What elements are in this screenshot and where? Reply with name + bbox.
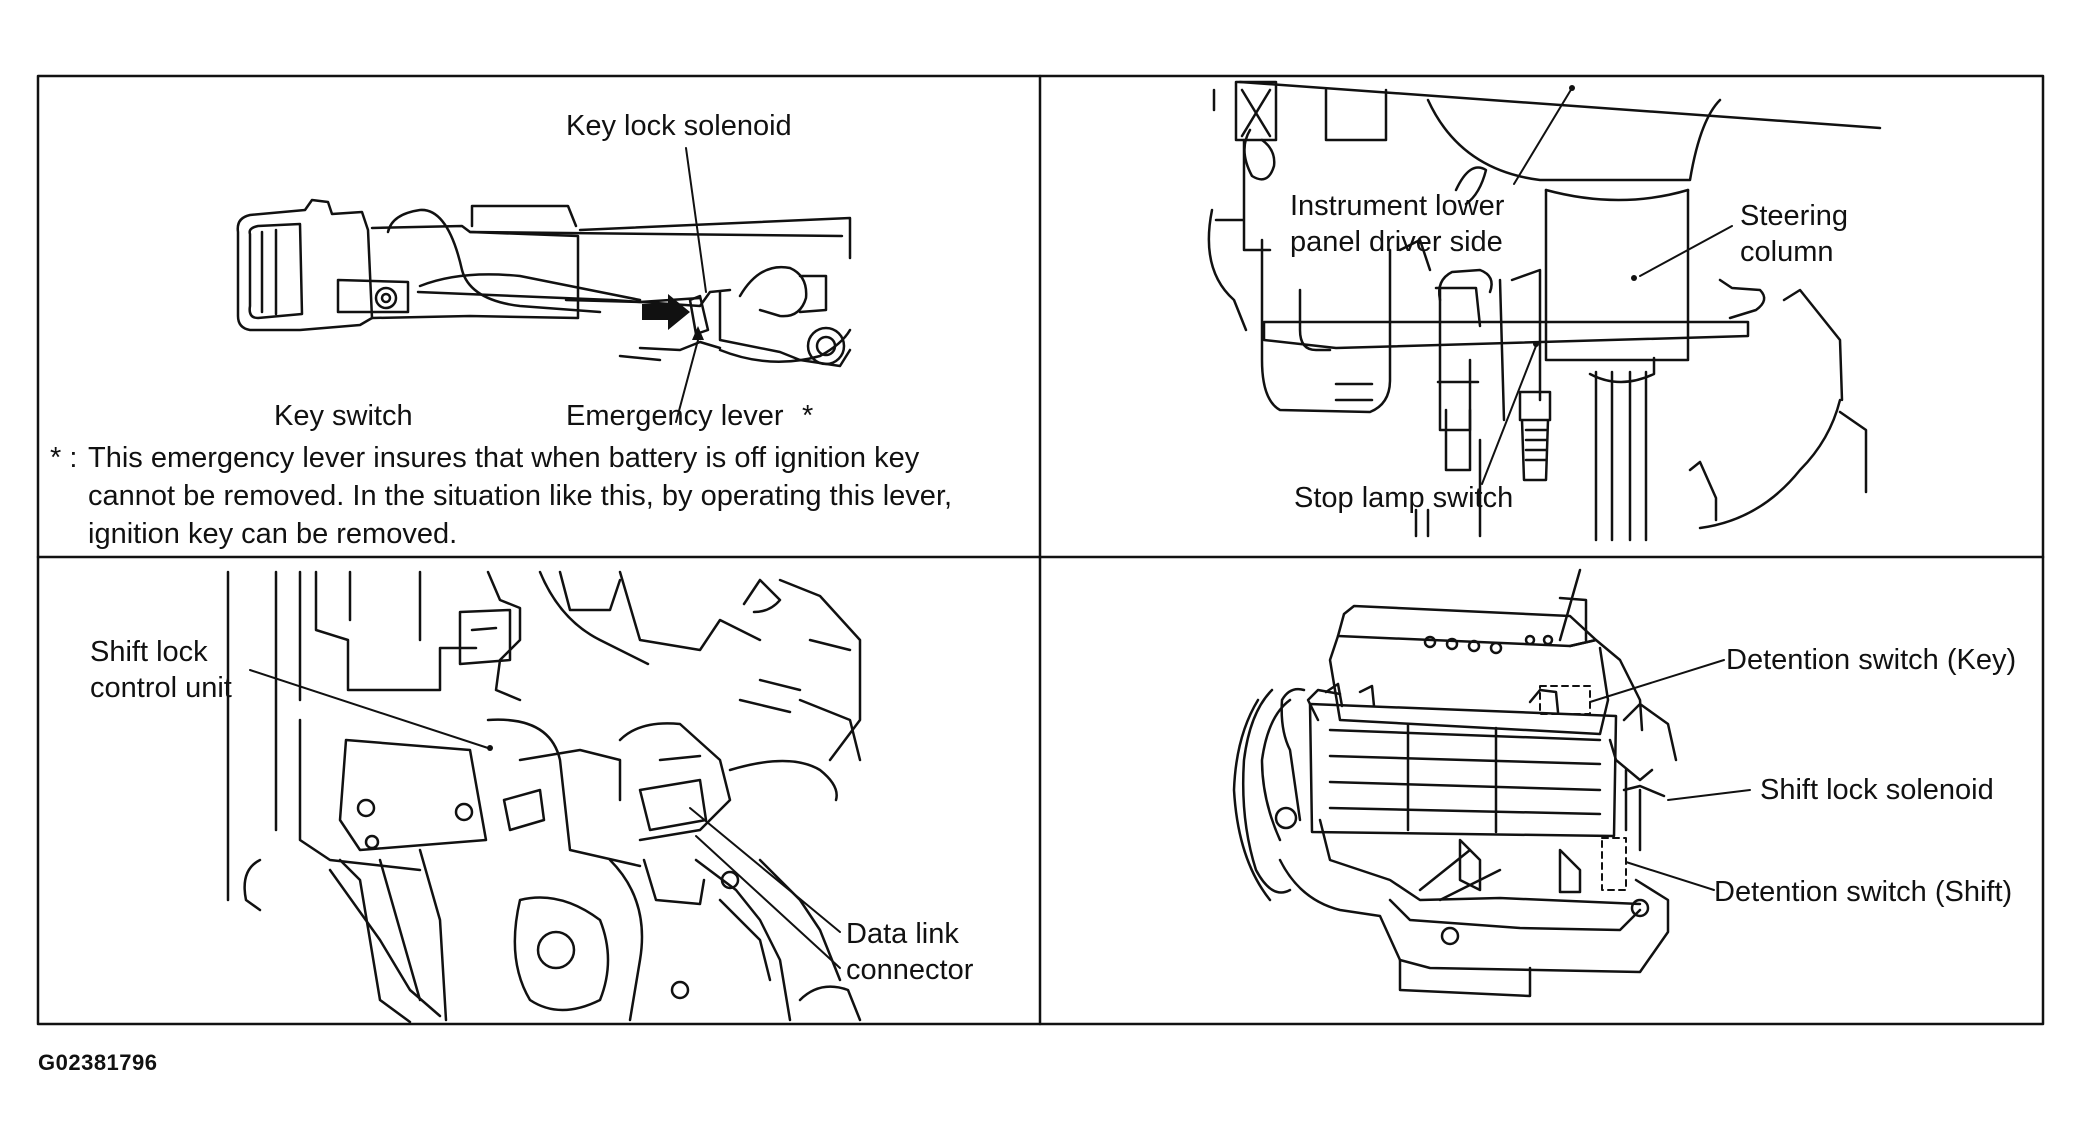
- note-line: cannot be removed. In the situation like…: [88, 480, 953, 512]
- label-shift-lock-control-unit-line2: control unit: [90, 672, 232, 704]
- label-key-switch: Key switch: [274, 400, 413, 432]
- label-emergency-lever-asterisk: *: [802, 400, 814, 432]
- note-line: This emergency lever insures that when b…: [88, 442, 920, 474]
- label-instrument-lower-panel-line2: panel driver side: [1290, 226, 1503, 258]
- shift-lock-unit-illustration: [1232, 568, 1751, 998]
- label-detention-switch-key: Detention switch (Key): [1726, 644, 2017, 676]
- shift-lock-control-unit-illustration: [226, 570, 862, 1024]
- label-steering-column-line1: Steering: [1740, 200, 1849, 232]
- label-data-link-connector-line1: Data link: [846, 918, 959, 950]
- label-emergency-lever: Emergency lever: [566, 400, 784, 432]
- label-stop-lamp-switch: Stop lamp switch: [1294, 482, 1514, 514]
- emergency-lever-note: * : This emergency lever insures that wh…: [50, 439, 1030, 553]
- label-detention-switch-shift: Detention switch (Shift): [1714, 876, 2013, 908]
- note-marker: * :: [50, 442, 78, 474]
- key-cylinder-illustration: [236, 147, 852, 423]
- label-shift-lock-solenoid: Shift lock solenoid: [1760, 774, 1994, 806]
- label-steering-column-line2: column: [1740, 236, 1834, 268]
- panel-frame: [36, 74, 2045, 1026]
- steering-column-illustration: [1207, 80, 1882, 542]
- note-line: ignition key can be removed.: [88, 518, 458, 550]
- label-instrument-lower-panel-line1: Instrument lower: [1290, 190, 1505, 222]
- label-key-lock-solenoid: Key lock solenoid: [566, 110, 792, 142]
- label-shift-lock-control-unit-line1: Shift lock: [90, 636, 208, 668]
- figure-code: G02381796: [38, 1050, 158, 1075]
- label-data-link-connector-line2: connector: [846, 954, 974, 986]
